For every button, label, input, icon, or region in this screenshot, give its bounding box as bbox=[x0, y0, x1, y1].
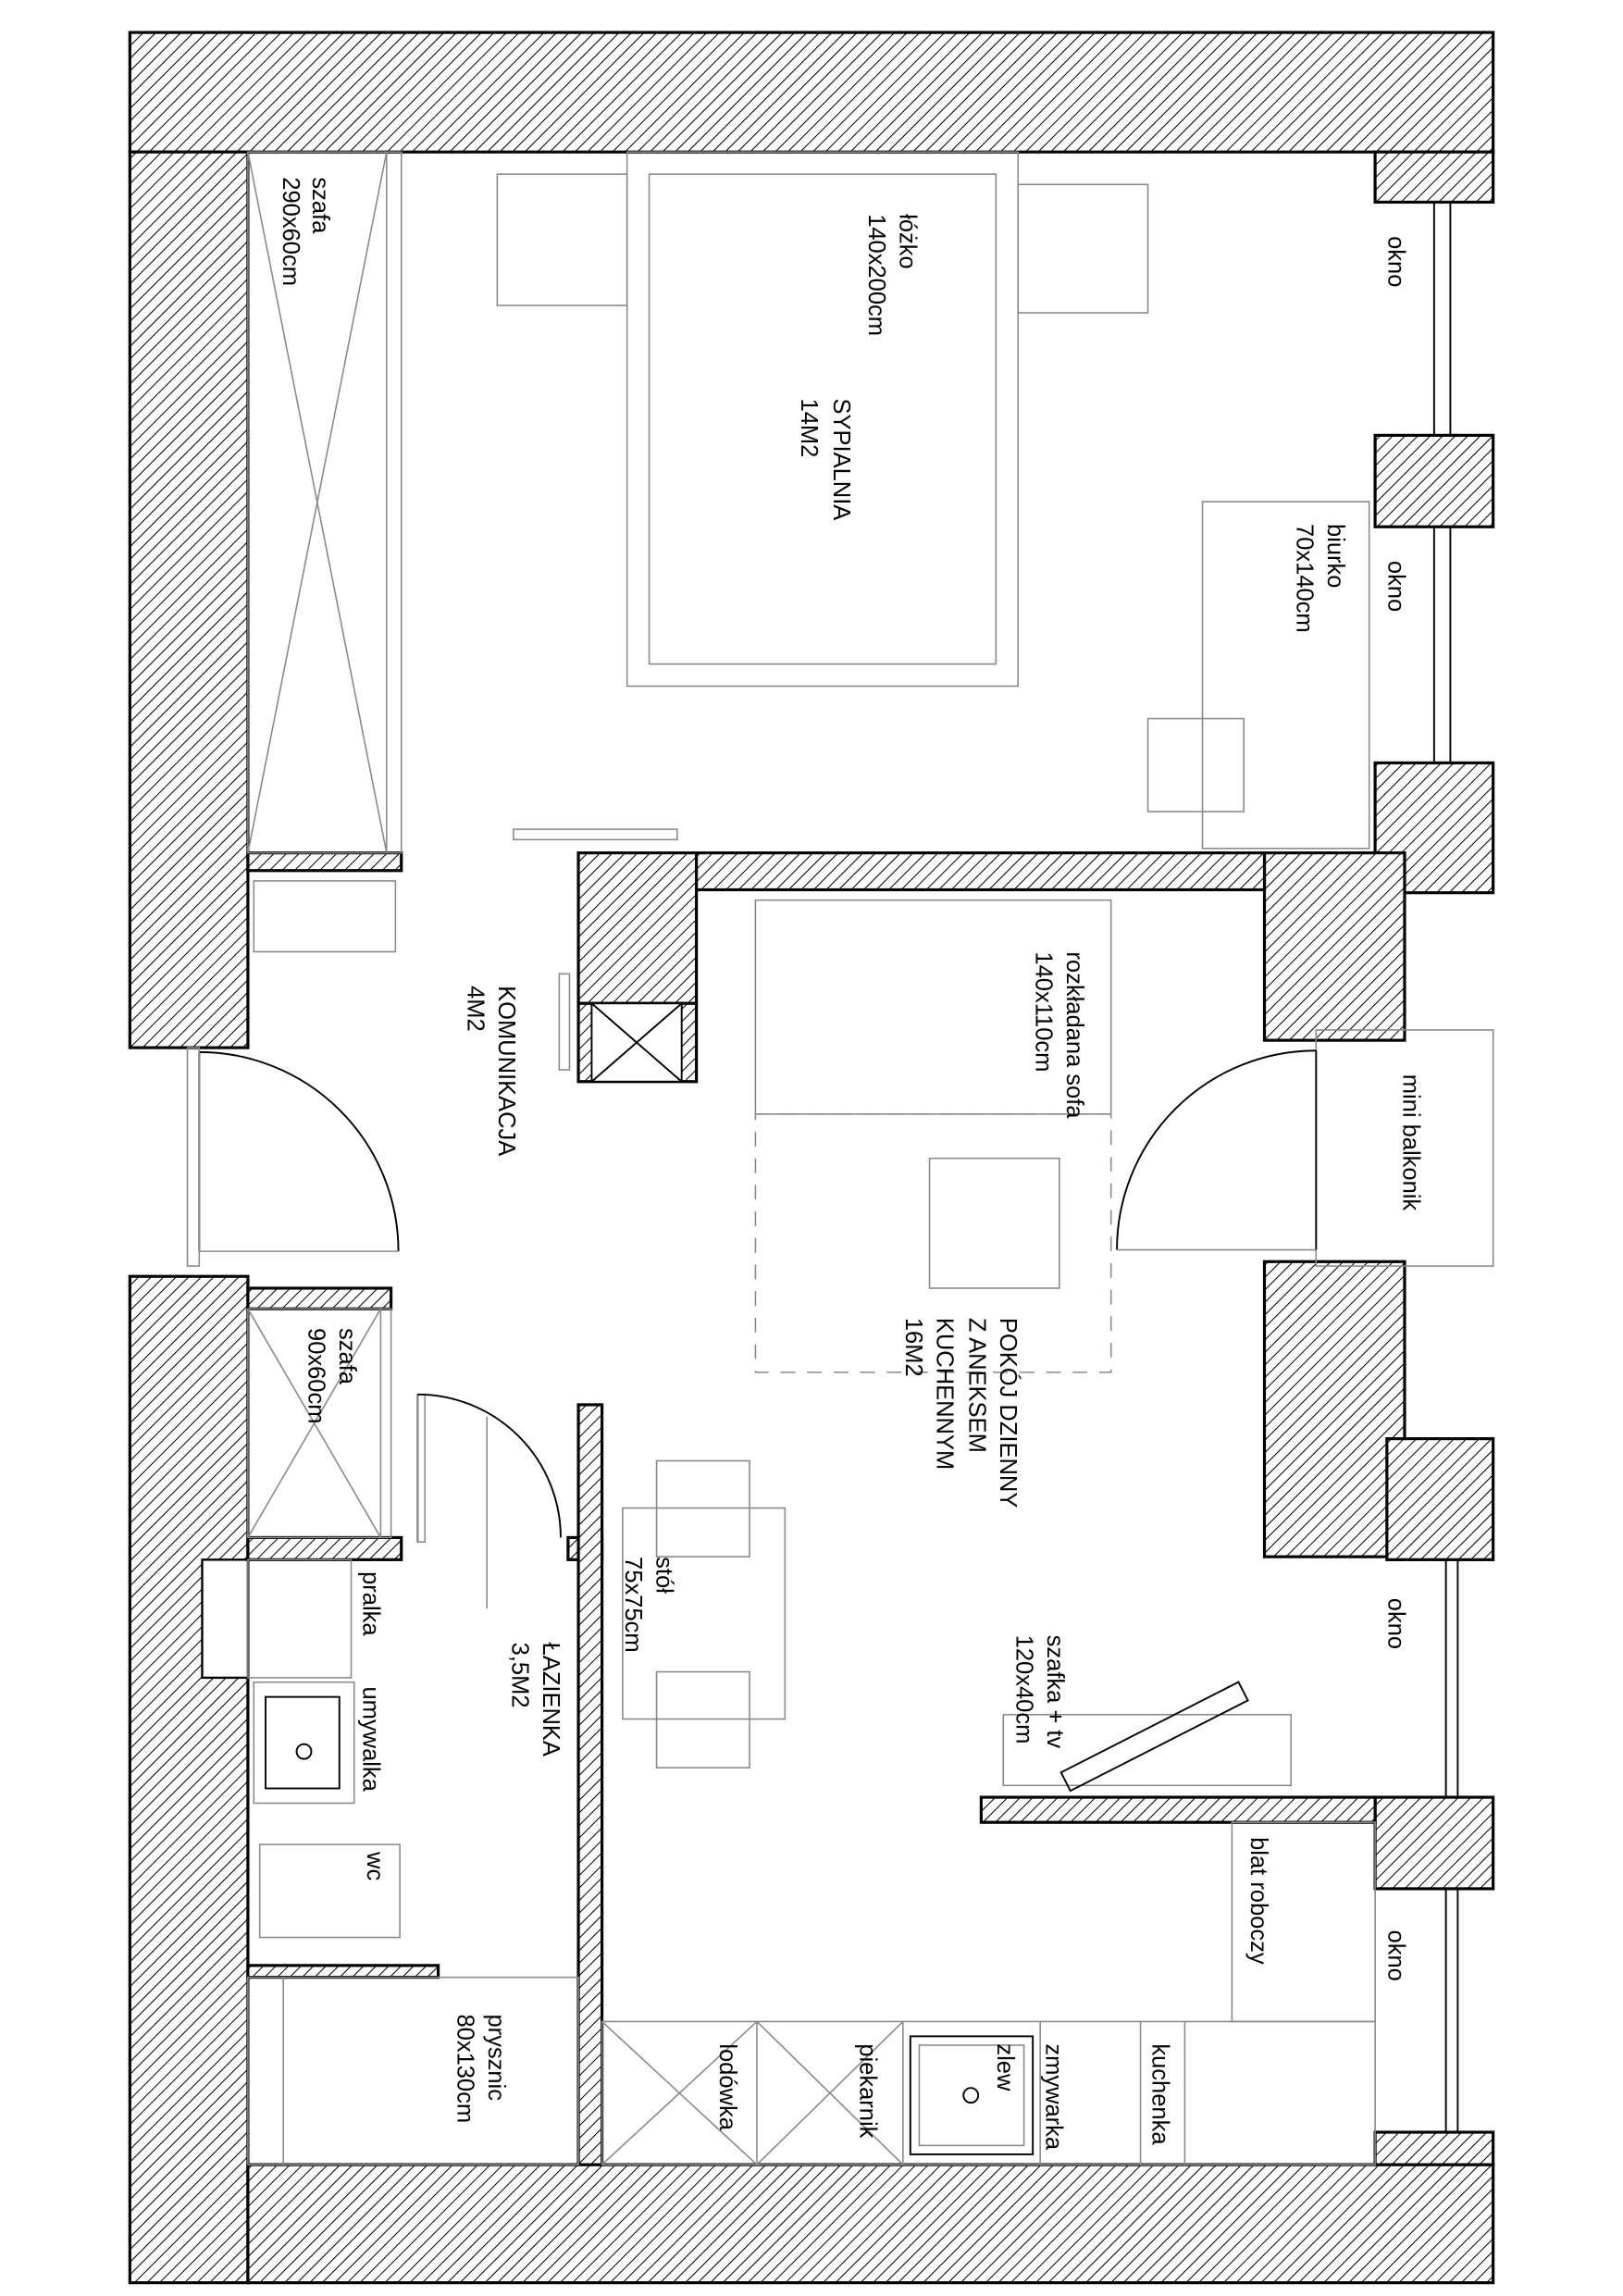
window-4 bbox=[1444, 1888, 1459, 2133]
hall-area: 4M2 bbox=[462, 986, 488, 1032]
shower-name: prysznic bbox=[483, 2014, 509, 2101]
bathroom-area: 3,5M2 bbox=[506, 1643, 532, 1708]
window-2 bbox=[1432, 527, 1452, 763]
living-name-3: KUCHENNYM bbox=[932, 1318, 958, 1470]
living-name-2: Z ANEKSEM bbox=[964, 1318, 990, 1453]
furniture bbox=[247, 151, 1376, 2166]
nightstand-left bbox=[496, 173, 628, 306]
chair-2 bbox=[655, 1670, 750, 1769]
nightstand-right bbox=[1017, 183, 1149, 314]
counter-label: blat roboczy bbox=[1245, 1837, 1271, 1965]
wc-label: wc bbox=[362, 1851, 388, 1880]
oven-label: piekarnik bbox=[855, 2043, 881, 2138]
table-name: stół bbox=[651, 1557, 677, 1594]
exterior-walls bbox=[128, 31, 1495, 2285]
wardrobe-small-name: szafa bbox=[334, 1328, 360, 1385]
living-area: 16M2 bbox=[900, 1318, 926, 1377]
desk bbox=[1201, 501, 1370, 850]
desk-chair bbox=[1146, 717, 1245, 813]
oven bbox=[756, 2020, 904, 2166]
stove-label: kuchenka bbox=[1146, 2043, 1172, 2145]
shoe-cabinet bbox=[253, 880, 397, 953]
desk-name: biurko bbox=[1322, 524, 1348, 588]
fridge bbox=[601, 2020, 758, 2166]
washbasin-label: umywalka bbox=[357, 1686, 383, 1792]
balcony-door bbox=[1116, 1049, 1318, 1251]
dishwasher-label: zmywarka bbox=[1041, 2043, 1067, 2151]
fridge-label: lodówka bbox=[714, 2043, 740, 2130]
window-label-2: okno bbox=[1382, 561, 1408, 612]
bedroom-area: 14M2 bbox=[796, 399, 822, 458]
sink-label: zlew bbox=[992, 2043, 1018, 2091]
washer-label: pralka bbox=[357, 1571, 383, 1636]
wardrobe-big bbox=[247, 151, 403, 854]
bathroom-name: ŁAZIENKA bbox=[538, 1643, 564, 1756]
window-label-1: okno bbox=[1382, 236, 1408, 287]
tv-size: 120x40cm bbox=[1011, 1635, 1037, 1744]
coffee-table bbox=[928, 1157, 1060, 1289]
washbasin bbox=[253, 1681, 355, 1805]
bedroom-name: SYPIALNIA bbox=[828, 399, 854, 521]
doors bbox=[186, 1047, 1318, 1608]
sofa-name: rozkładana sofa bbox=[1061, 951, 1087, 1119]
bed bbox=[626, 151, 1020, 688]
wardrobe-small bbox=[247, 1308, 392, 1539]
bed-size: 140x200cm bbox=[863, 214, 889, 336]
window-label-3: okno bbox=[1382, 1598, 1408, 1649]
labels: szafa 290x60cm łóżko 140x200cm SYPIALNIA… bbox=[278, 177, 1423, 2151]
shower-size: 80x130cm bbox=[452, 2014, 477, 2123]
window-label-4: okno bbox=[1382, 1930, 1408, 1981]
shower bbox=[247, 1976, 579, 2166]
sofa bbox=[754, 899, 1112, 1115]
interior-walls bbox=[246, 828, 1377, 2166]
chair-1 bbox=[655, 1459, 750, 1558]
tv-name: szafka + tv bbox=[1042, 1635, 1068, 1749]
sofa-size: 140x110cm bbox=[1030, 951, 1056, 1072]
window-1 bbox=[1432, 202, 1452, 436]
living-name-1: POKÓJ DZIENNY bbox=[995, 1318, 1022, 1508]
hall-name: KOMUNIKACJA bbox=[493, 986, 519, 1156]
sink bbox=[909, 2035, 1035, 2155]
window-3 bbox=[1444, 1559, 1459, 1798]
bed-name: łóżko bbox=[895, 214, 921, 269]
table-size: 75x75cm bbox=[620, 1557, 646, 1652]
wardrobe-big-size: 290x60cm bbox=[278, 177, 304, 286]
washer bbox=[247, 1558, 353, 1679]
sofa-extended bbox=[754, 1113, 1112, 1373]
desk-size: 70x140cm bbox=[1292, 524, 1318, 633]
dining-table bbox=[622, 1507, 787, 1720]
tv bbox=[1059, 1681, 1249, 1793]
bathroom-door bbox=[416, 1393, 562, 1608]
balcony-label: mini balkonik bbox=[1397, 1074, 1423, 1211]
entrance-door bbox=[186, 1047, 400, 1267]
wardrobe-small-size: 90x60cm bbox=[303, 1328, 328, 1423]
wc bbox=[258, 1843, 401, 1939]
wardrobe-big-name: szafa bbox=[307, 177, 333, 234]
tv-cabinet bbox=[1002, 1713, 1293, 1787]
